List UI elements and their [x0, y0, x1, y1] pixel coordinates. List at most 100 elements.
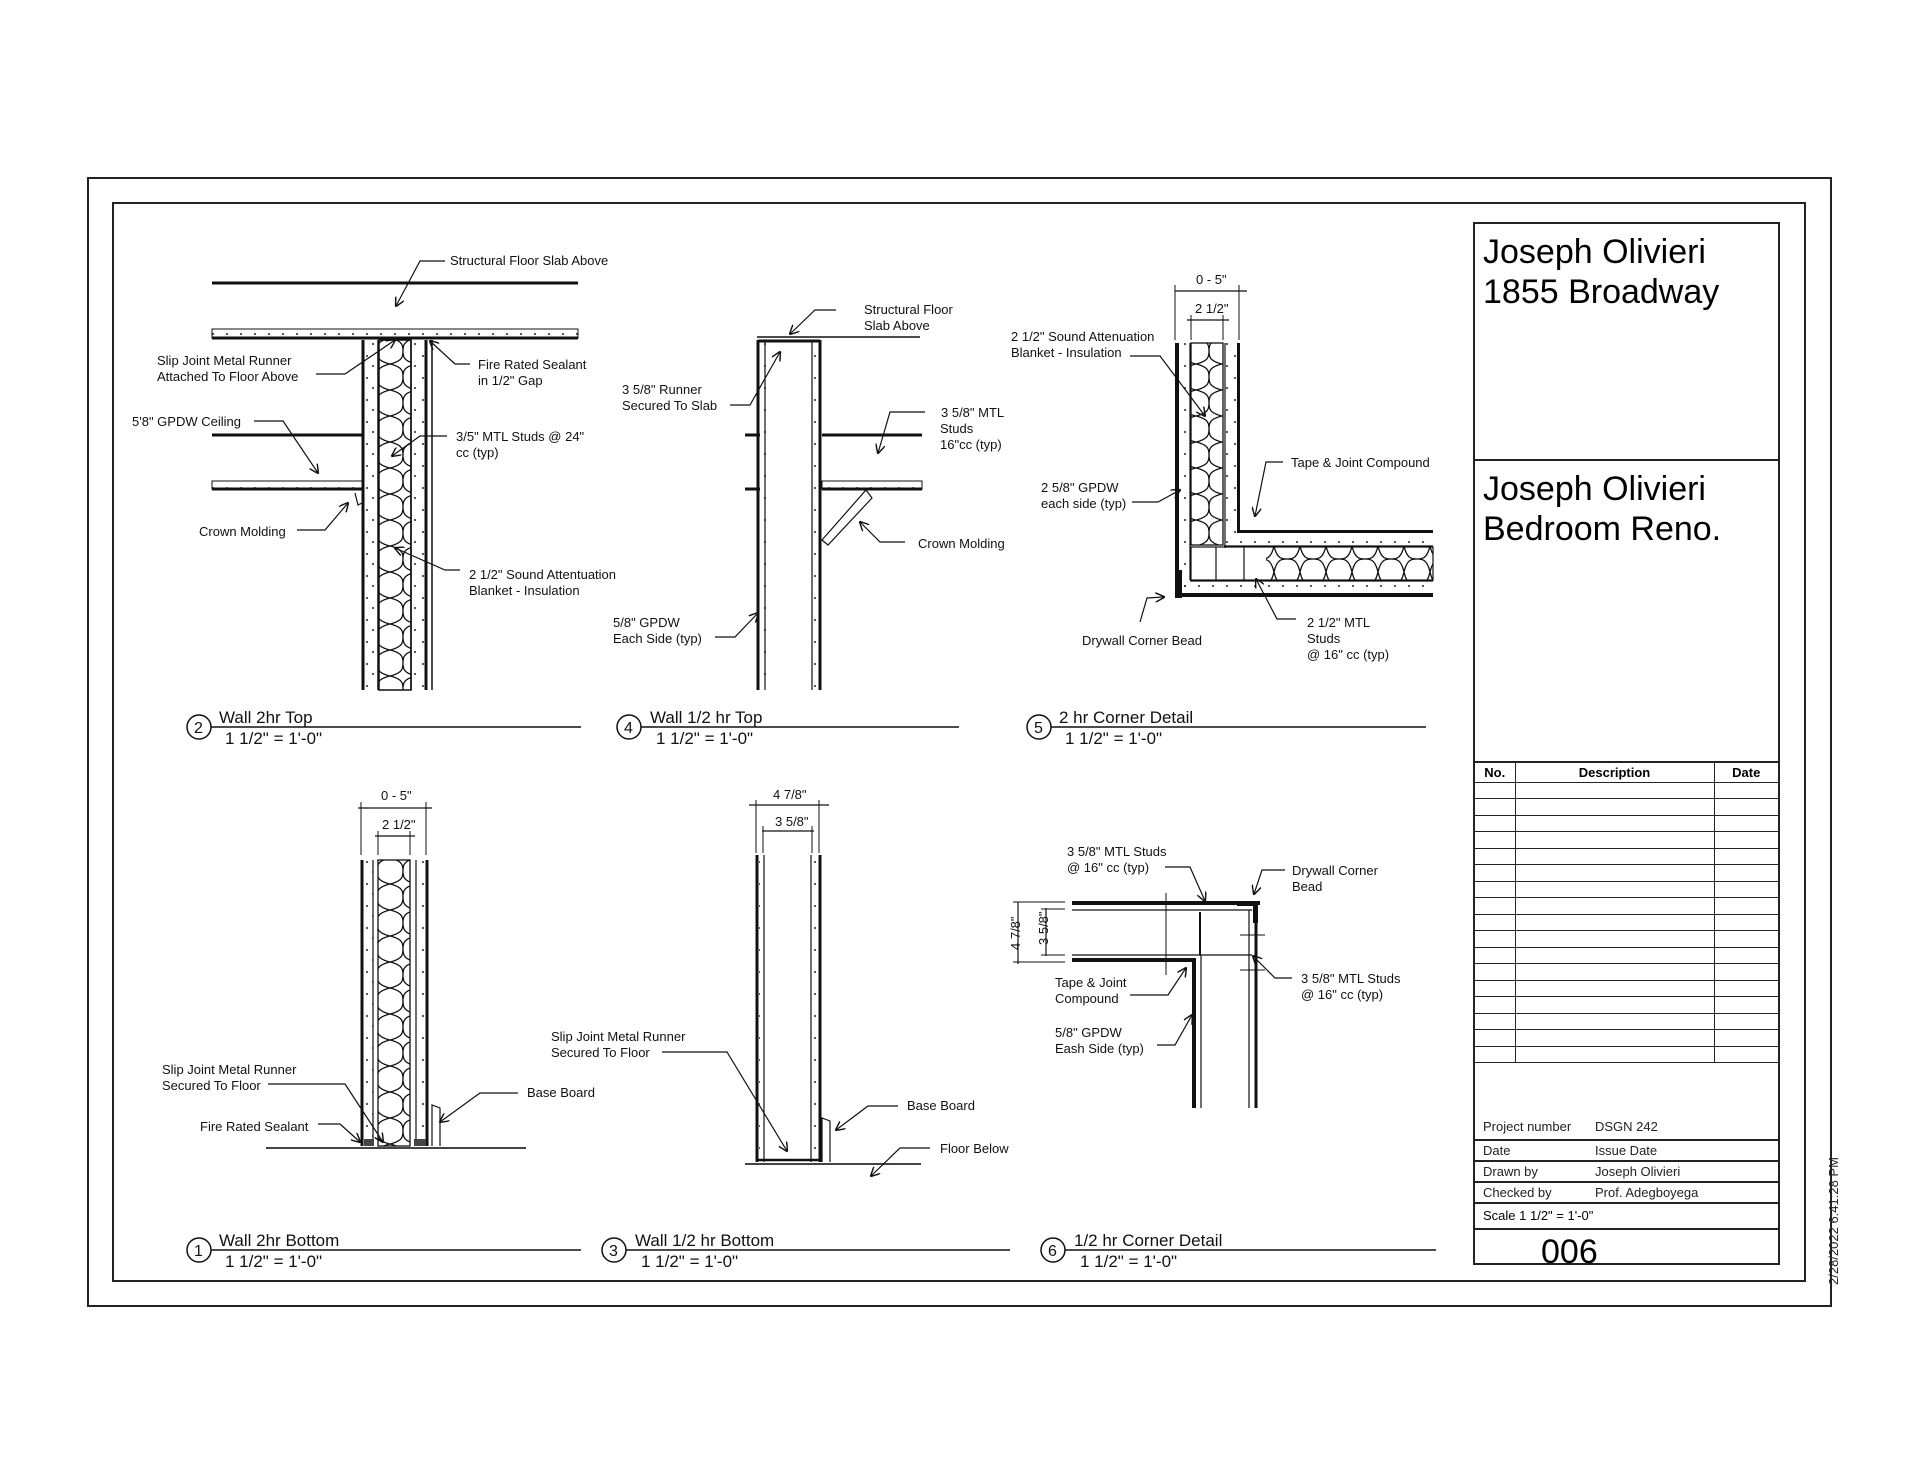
svg-text:Wall 1/2 hr Top: Wall 1/2 hr Top [650, 708, 762, 727]
revision-cell [1713, 814, 1778, 832]
svg-text:0 - 5": 0 - 5" [1196, 272, 1227, 287]
project-info: Project number DSGN 242 Date Issue Date … [1475, 1115, 1778, 1271]
revision-cell [1713, 781, 1778, 799]
svg-text:Wall 2hr Top: Wall 2hr Top [219, 708, 313, 727]
revision-cell [1514, 798, 1715, 816]
client-name: Joseph Olivieri [1483, 233, 1706, 271]
revision-row [1475, 963, 1778, 981]
svg-text:2: 2 [194, 720, 203, 737]
svg-text:Crown Molding: Crown Molding [918, 536, 1005, 551]
svg-text:16"cc (typ): 16"cc (typ) [940, 437, 1002, 452]
revision-cell [1713, 864, 1778, 882]
revision-cell [1713, 946, 1778, 964]
svg-text:Wall 2hr Bottom: Wall 2hr Bottom [219, 1231, 339, 1250]
svg-text:1 1/2" = 1'-0": 1 1/2" = 1'-0" [656, 729, 753, 748]
revision-cell [1514, 781, 1715, 799]
revision-row [1475, 979, 1778, 997]
revision-table-section: No. Description Date [1475, 763, 1778, 1115]
client-section: Joseph Olivieri 1855 Broadway [1475, 224, 1778, 461]
svg-text:Crown Molding: Crown Molding [199, 524, 286, 539]
svg-text:3: 3 [609, 1243, 618, 1260]
svg-text:3 5/8" MTL Studs: 3 5/8" MTL Studs [1067, 844, 1167, 859]
revision-cell [1514, 1012, 1715, 1030]
revision-cell [1713, 897, 1778, 915]
svg-text:5/8" GPDW: 5/8" GPDW [1055, 1025, 1122, 1040]
svg-text:3 5/8" MTL: 3 5/8" MTL [941, 405, 1004, 420]
svg-text:@ 16" cc (typ): @ 16" cc (typ) [1067, 860, 1149, 875]
revision-cell [1713, 798, 1778, 816]
sheet-outer-border [87, 177, 1832, 1307]
svg-text:3 5/8": 3 5/8" [1036, 911, 1051, 945]
svg-text:in 1/2" Gap: in 1/2" Gap [478, 373, 543, 388]
revision-header-row: No. Description Date [1475, 763, 1778, 783]
svg-text:4 7/8": 4 7/8" [773, 787, 807, 802]
revision-cell [1514, 979, 1715, 997]
revision-cell [1514, 864, 1715, 882]
svg-text:6: 6 [1048, 1243, 1057, 1260]
revision-cell [1475, 1012, 1516, 1030]
svg-text:Tape & Joint Compound: Tape & Joint Compound [1291, 455, 1430, 470]
revision-cell [1713, 847, 1778, 865]
revision-cell [1475, 897, 1516, 915]
revision-cell [1713, 831, 1778, 849]
svg-text:Secured To Floor: Secured To Floor [551, 1045, 650, 1060]
svg-text:1 1/2" = 1'-0": 1 1/2" = 1'-0" [641, 1252, 738, 1271]
revision-cell [1713, 930, 1778, 948]
revision-row [1475, 1045, 1778, 1063]
revision-row [1475, 930, 1778, 948]
svg-text:3 5/8" Runner: 3 5/8" Runner [622, 382, 702, 397]
svg-text:5'8" GPDW Ceiling: 5'8" GPDW Ceiling [132, 414, 241, 429]
svg-text:1 1/2" = 1'-0": 1 1/2" = 1'-0" [1065, 729, 1162, 748]
svg-text:2 1/2": 2 1/2" [1195, 301, 1229, 316]
svg-text:Compound: Compound [1055, 991, 1119, 1006]
svg-text:4 7/8": 4 7/8" [1008, 916, 1023, 950]
svg-text:Secured To Slab: Secured To Slab [622, 398, 717, 413]
view-title-6: 6 1/2 hr Corner Detail 1 1/2" = 1'-0" [1040, 1231, 1436, 1271]
svg-text:1 1/2" = 1'-0": 1 1/2" = 1'-0" [225, 1252, 322, 1271]
svg-text:Slip Joint Metal Runner: Slip Joint Metal Runner [551, 1029, 686, 1044]
svg-text:Wall 1/2 hr Bottom: Wall 1/2 hr Bottom [635, 1231, 774, 1250]
svg-text:1 1/2" = 1'-0": 1 1/2" = 1'-0" [1080, 1252, 1177, 1271]
revision-cell [1475, 880, 1516, 898]
revision-row [1475, 847, 1778, 865]
revision-cell [1713, 1045, 1778, 1063]
info-value: DSGN 242 [1595, 1119, 1658, 1134]
svg-text:Slip Joint Metal Runner: Slip Joint Metal Runner [162, 1062, 297, 1077]
revision-cell [1514, 1029, 1715, 1047]
svg-text:0 - 5": 0 - 5" [381, 788, 412, 803]
revision-cell [1475, 996, 1516, 1014]
revision-cell [1713, 1012, 1778, 1030]
revision-row [1475, 897, 1778, 915]
revision-row [1475, 798, 1778, 816]
info-row-drawn-by: Drawn by Joseph Olivieri [1475, 1162, 1778, 1183]
revision-cell [1713, 996, 1778, 1014]
svg-text:2 5/8" GPDW: 2 5/8" GPDW [1041, 480, 1119, 495]
svg-text:Tape & Joint: Tape & Joint [1055, 975, 1127, 990]
title-block: Joseph Olivieri 1855 Broadway Joseph Oli… [1473, 222, 1780, 1271]
svg-text:Structural Floor Slab Above: Structural Floor Slab Above [450, 253, 608, 268]
revision-row [1475, 1029, 1778, 1047]
svg-text:2 1/2" Sound Attentuation: 2 1/2" Sound Attentuation [469, 567, 616, 582]
svg-text:5: 5 [1034, 720, 1043, 737]
revision-row [1475, 913, 1778, 931]
revision-cell [1475, 798, 1516, 816]
info-label: Drawn by [1483, 1164, 1538, 1179]
revision-row [1475, 946, 1778, 964]
revision-cell [1514, 913, 1715, 931]
header-date: Date [1713, 763, 1778, 783]
revision-cell [1514, 930, 1715, 948]
revision-cell [1475, 913, 1516, 931]
revision-cell [1713, 913, 1778, 931]
revision-cell [1475, 831, 1516, 849]
svg-text:2 1/2" Sound Attenuation: 2 1/2" Sound Attenuation [1011, 329, 1154, 344]
svg-text:Secured To Floor: Secured To Floor [162, 1078, 261, 1093]
revision-cell [1475, 963, 1516, 981]
revision-row [1475, 1012, 1778, 1030]
revision-rows [1475, 781, 1778, 1063]
svg-text:Bead: Bead [1292, 879, 1322, 894]
detail-1-wall-2hr-bottom: 0 - 5" 2 1/2" Slip Joint Metal Runner Se… [162, 788, 595, 1149]
svg-text:@ 16" cc (typ): @ 16" cc (typ) [1301, 987, 1383, 1002]
info-row-checked-by: Checked by Prof. Adegboyega [1475, 1183, 1778, 1204]
svg-text:each side (typ): each side (typ) [1041, 496, 1126, 511]
revision-cell [1514, 897, 1715, 915]
